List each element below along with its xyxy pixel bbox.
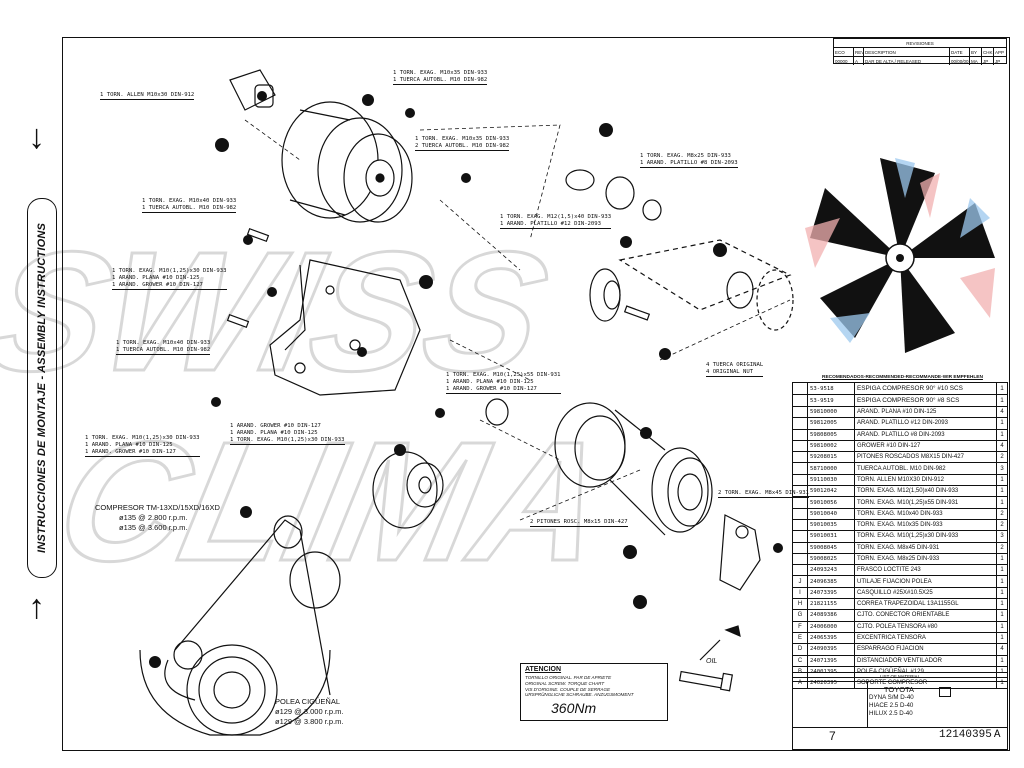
bracket-drawing — [269, 259, 421, 396]
svg-text:CLIMA: CLIMA — [43, 407, 622, 597]
callout-dots — [149, 91, 783, 668]
recommended-header: RECOMENDADOS-RECOMMENDED-RECOMMANDÉ-WIR … — [822, 375, 983, 380]
oil-label: OIL — [706, 658, 718, 665]
arrow-up-icon: ↑ — [28, 588, 45, 626]
compressor-drawing — [229, 69, 413, 223]
fan-icon — [805, 158, 995, 353]
drawing-frame — [62, 37, 1010, 751]
watermark: SWISS CLIMA — [0, 215, 623, 598]
assembly-lines — [244, 119, 791, 521]
label-allen-screw: 1 TORN. ALLEN M10x30 DIN-912 — [100, 92, 195, 100]
svg-text:SWISS: SWISS — [0, 217, 562, 407]
screw-drawings — [226, 227, 741, 692]
torque-warning-box: ATENCION TORNILLO ORIGINAL. PAR DE APRIE… — [520, 663, 668, 721]
vehicle-make: TOYOTA — [883, 685, 915, 694]
arrow-down-icon: ↓ — [28, 118, 45, 156]
side-title: INSTRUCCIONES DE MONTAJE - ASSEMBLY INST… — [27, 198, 57, 578]
belt-layout-drawing — [139, 515, 341, 736]
title-block: LIST OF MATERIAL TOYOTA DYNA S/M D-40 HI… — [792, 672, 1008, 750]
label-threaded-studs: 2 PITONES ROSC. M8x15 DIN-427 — [530, 519, 628, 527]
torque-value: 360Nm — [551, 700, 597, 716]
pulley-note: POLEA CIGÜEÑAL ø129 @ 3.000 r.p.m. ø129 … — [275, 697, 344, 726]
sheet-number: 7 — [829, 729, 836, 743]
pulley-drawing — [554, 402, 761, 591]
compressor-note: COMPRESOR TM-13XD/15XD/16XD ø135 @ 2.800… — [95, 503, 220, 532]
fan-spacer-drawing — [565, 169, 794, 331]
label-hex-screw-m8x45: 2 TORN. EXAG. M8x45 DIN-931 — [718, 490, 809, 498]
